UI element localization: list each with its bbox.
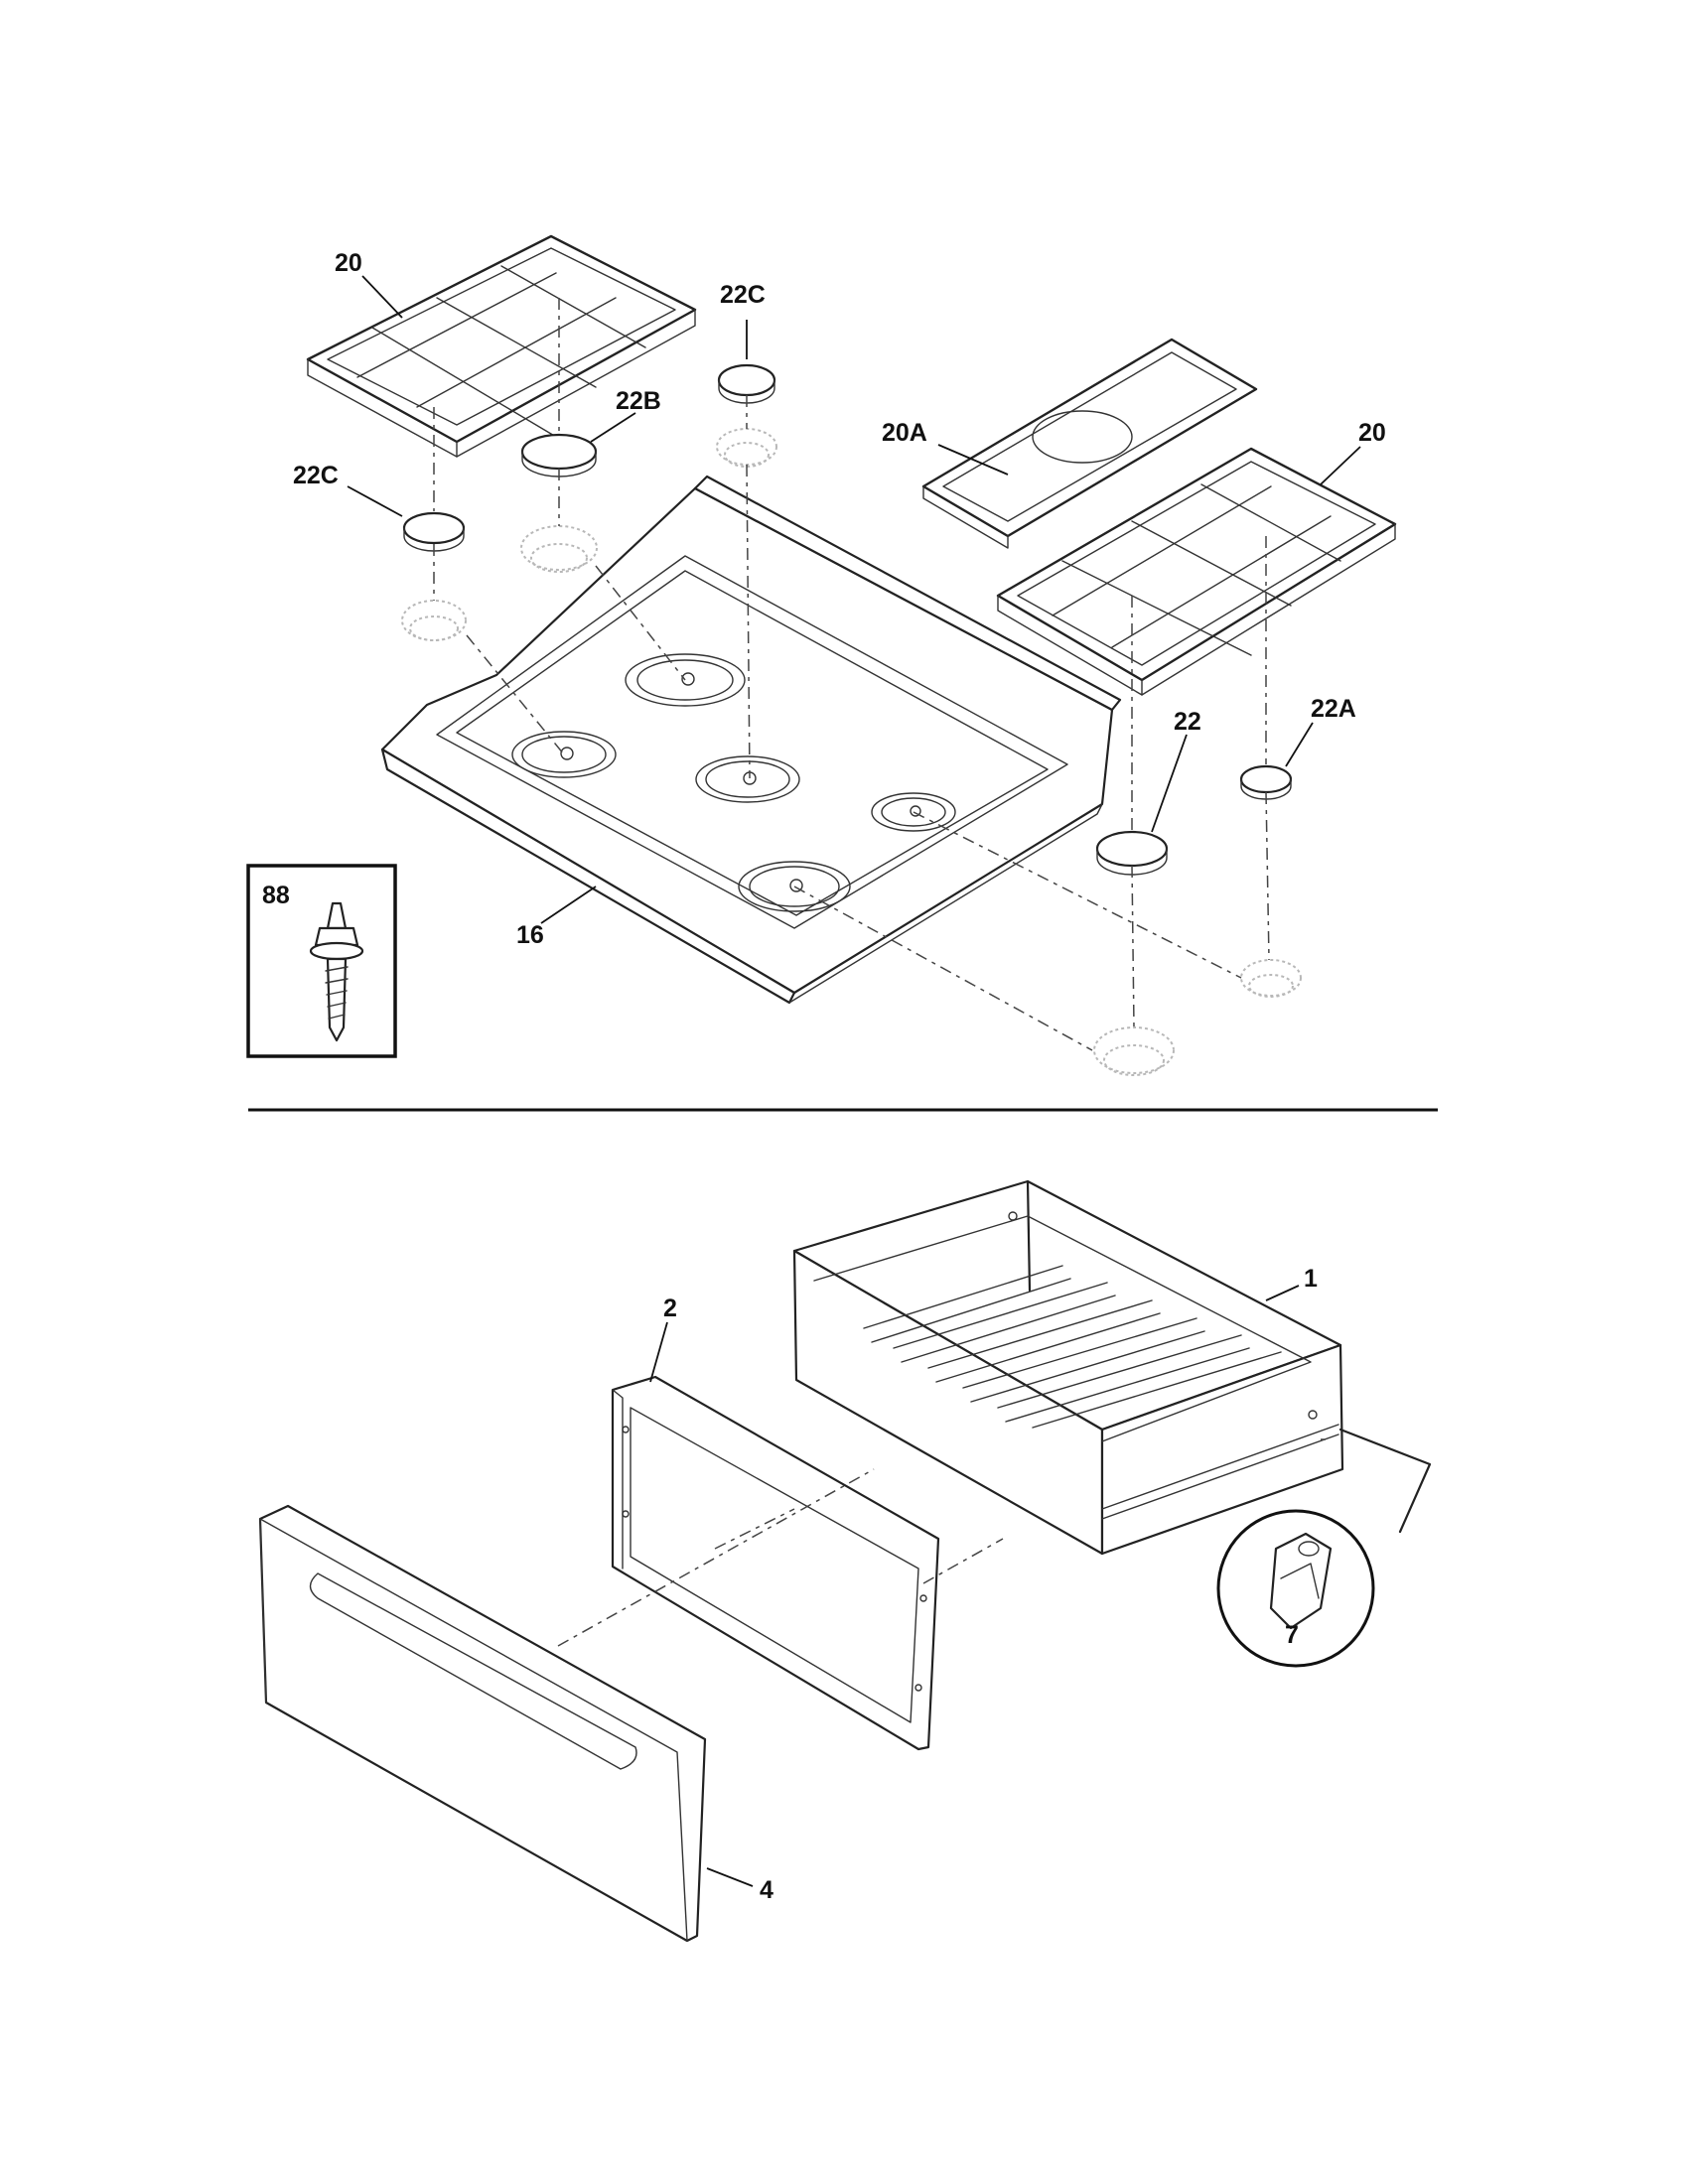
callout-drawer-panel: 4 <box>760 1876 774 1904</box>
alignment-lines-drawer <box>557 1438 1326 1647</box>
callout-screw-box: 88 <box>262 882 290 909</box>
drawer-panel <box>258 1504 707 1943</box>
drawer-body <box>792 1179 1344 1556</box>
callout-clip-detail: 7 <box>1285 1621 1299 1649</box>
clip-detail <box>1216 1428 1432 1668</box>
grate-center <box>921 338 1258 549</box>
screw-detail-box <box>246 864 397 1058</box>
callout-grate-right: 20 <box>1358 419 1386 447</box>
callout-cap-22: 22 <box>1174 708 1201 736</box>
callout-cooktop: 16 <box>516 921 544 949</box>
callout-labels: 20 22C 22B 22C 20A 20 22 22A 16 88 2 1 7… <box>262 249 1386 1904</box>
callout-grate-center: 20A <box>882 419 927 447</box>
cooktop-top <box>380 475 1122 1005</box>
leader-lines <box>347 275 1361 1887</box>
alignment-lines-top <box>433 298 1270 1051</box>
callout-drawer-body: 1 <box>1304 1265 1318 1293</box>
burner-cap-22 <box>1095 830 1169 876</box>
callout-cap-22b: 22B <box>616 387 661 415</box>
callout-drawer-frame: 2 <box>663 1295 677 1322</box>
drawer-frame <box>611 1375 940 1751</box>
callout-cap-22c-top: 22C <box>720 281 766 309</box>
callout-cap-22a: 22A <box>1311 695 1356 723</box>
callout-cap-22c-left: 22C <box>293 462 339 489</box>
grate-right <box>996 447 1397 696</box>
callout-grate-left: 20 <box>335 249 362 277</box>
grate-left <box>306 234 697 458</box>
